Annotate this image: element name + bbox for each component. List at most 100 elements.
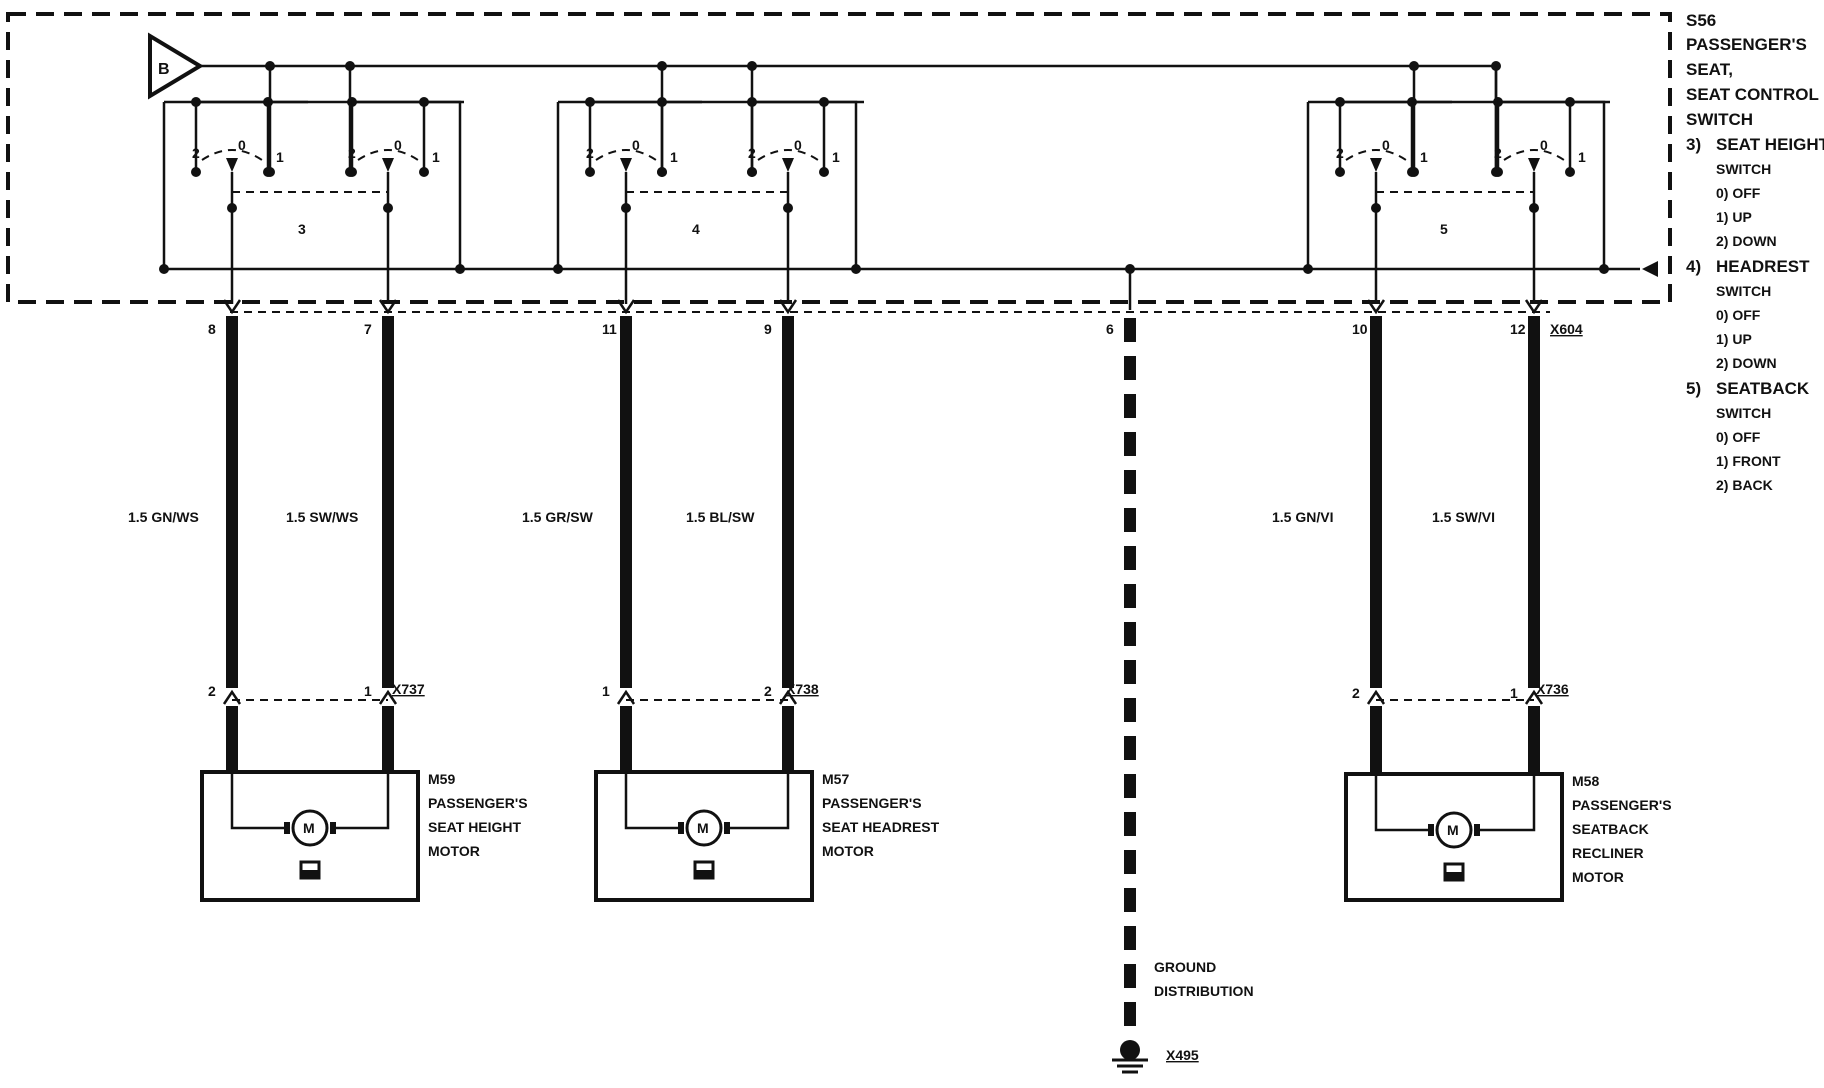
junction-dot (747, 61, 757, 71)
wire: 81.5 GN/WS2 (128, 208, 242, 772)
legend-number: 3) (1686, 135, 1701, 154)
junction-dot (747, 167, 757, 177)
legend-position: 1) UP (1716, 331, 1752, 347)
junction-dot (419, 167, 429, 177)
switch-group-label: 4 (692, 221, 700, 237)
wire-pin-top: 11 (602, 321, 617, 337)
wire-pin-top: 12 (1510, 321, 1526, 337)
ground-connector-label: X495 (1166, 1047, 1199, 1063)
legend-position: 2) DOWN (1716, 355, 1777, 371)
motor-icon (1435, 811, 1473, 849)
junction-dot (347, 97, 357, 107)
junction-dot (819, 167, 829, 177)
motor-leads (624, 772, 790, 830)
junction-dot (657, 61, 667, 71)
junction-dot (1409, 61, 1419, 71)
wire-pin-bottom: 1 (1510, 685, 1518, 701)
ground-bus-arrow-icon (1642, 261, 1658, 277)
motor-code: M57 (822, 771, 849, 787)
switch-pos-label: 0 (1382, 137, 1390, 153)
switch-pos-label: 1 (432, 149, 440, 165)
switch-group-label: 5 (1440, 221, 1448, 237)
switch-throw-arc (357, 149, 419, 161)
ground-label-line-2: DISTRIBUTION (1154, 983, 1254, 999)
switch-pos-label: 0 (794, 137, 802, 153)
motor-leads (1374, 774, 1536, 832)
switch-throw-arc (201, 149, 263, 161)
wire-pin-bottom: 2 (764, 683, 772, 699)
legend-position: 0) OFF (1716, 429, 1761, 445)
switch-arrow-icon (226, 158, 238, 172)
switch-arrow-icon (382, 158, 394, 172)
ground-wire: 6 GROUND DISTRIBUTION X495 (1106, 269, 1254, 1074)
junction-dot (191, 167, 201, 177)
switch-throw-arc (1503, 149, 1565, 161)
switch-pos-label: 0 (632, 137, 640, 153)
motor-name-line: SEAT HEADREST (822, 819, 940, 835)
switch-pos-label: 1 (670, 149, 678, 165)
switch-pos-label: 2 (1494, 145, 1502, 161)
motor-connector-label: X738 (786, 681, 819, 697)
junction-dot (1491, 167, 1501, 177)
legend-name-line: HEADREST (1716, 257, 1810, 276)
brush-icon (1428, 824, 1434, 836)
component-label: S56 PASSENGER'S SEAT, SEAT CONTROL SWITC… (1686, 11, 1819, 129)
switch-arrow-icon (620, 158, 632, 172)
switch-group-label: 3 (298, 221, 306, 237)
legend-name-line: SEAT HEIGHT (1716, 135, 1824, 154)
motor-connector-label: X736 (1536, 681, 1569, 697)
junction-dot (1335, 167, 1345, 177)
motor-name-line: MOTOR (428, 843, 480, 859)
motor-name-line: SEAT HEIGHT (428, 819, 522, 835)
brush-icon (1474, 824, 1480, 836)
legend-name-line: SWITCH (1716, 283, 1771, 299)
switch-pos-label: 1 (1578, 149, 1586, 165)
connector-x604-label: X604 (1550, 321, 1583, 337)
junction-dot (419, 97, 429, 107)
switch-pos-label: 2 (348, 145, 356, 161)
junction-dot (1303, 264, 1313, 274)
brush-icon (678, 822, 684, 834)
supply-label: B (158, 61, 170, 78)
junction-dot (1565, 97, 1575, 107)
legend-name-line: SWITCH (1716, 161, 1771, 177)
switch-housing-outline (6, 12, 1672, 304)
motor-ground-fill (301, 870, 319, 878)
junction-dot (345, 61, 355, 71)
legend-position: 0) OFF (1716, 185, 1761, 201)
connector-pin-icon (1524, 689, 1544, 705)
brush-icon (724, 822, 730, 834)
supply-triangle-icon (148, 32, 204, 100)
supply-terminal: B (148, 32, 204, 100)
motor-name-line: PASSENGER'S (822, 795, 922, 811)
switch-throw-arc (1345, 149, 1407, 161)
ground-symbol-icon (1112, 1040, 1148, 1074)
legend-name-line: SEATBACK (1716, 379, 1810, 398)
legend-position: 2) DOWN (1716, 233, 1777, 249)
junction-dot (819, 97, 829, 107)
switch-pos-label: 2 (192, 145, 200, 161)
motor-ground-fill (695, 870, 713, 878)
motor-ground-fill (1445, 872, 1463, 880)
connector-pin-icon (1366, 299, 1386, 315)
legend-position: 1) UP (1716, 209, 1752, 225)
wire-pin-top: 7 (364, 321, 372, 337)
wire-pin-bottom: 1 (602, 683, 610, 699)
junction-dot (851, 264, 861, 274)
brush-icon (284, 822, 290, 834)
legend-position: 1) FRONT (1716, 453, 1781, 469)
switch-pos-label: 1 (276, 149, 284, 165)
motor-name-line: MOTOR (1572, 869, 1624, 885)
component-name-line: PASSENGER'S (1686, 35, 1807, 54)
supply-bus (200, 64, 1498, 172)
junction-dot (1335, 97, 1345, 107)
switch-pos-label: 0 (238, 137, 246, 153)
